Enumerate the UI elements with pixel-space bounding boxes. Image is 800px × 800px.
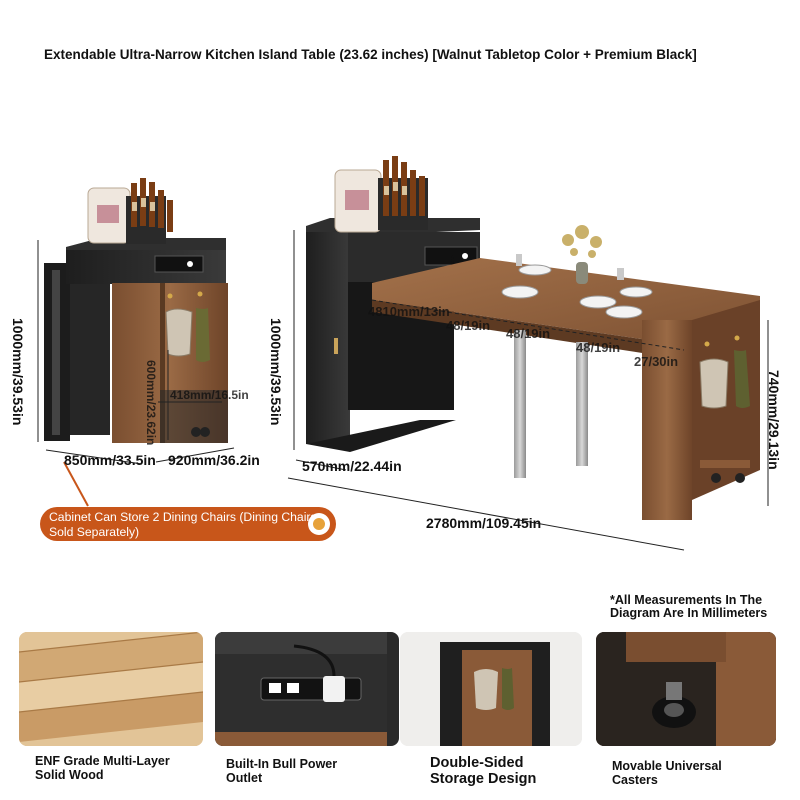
compact-cabinet <box>44 178 228 443</box>
right-depth-label: 570mm/22.44in <box>302 458 402 474</box>
extended-table <box>306 156 760 520</box>
power-outlet-icon <box>215 632 387 746</box>
left-depth-label: 850mm/33.5in <box>64 452 156 468</box>
segment-5-label: 27/30in <box>634 354 679 369</box>
segment-2-label: 48/19in <box>446 318 491 333</box>
table-height-label: 740mm/29.13in <box>766 370 782 470</box>
feature-caption-wood: ENF Grade Multi-Layer Solid Wood <box>35 754 170 782</box>
right-height-label: 1000mm/39.53in <box>268 318 284 426</box>
feature-caption-storage: Double-Sided Storage Design <box>430 755 537 787</box>
wood-layers-thumbnail <box>19 632 203 746</box>
left-height-label: 1000mm/39.53in <box>10 318 26 426</box>
dimension-lines <box>37 230 769 551</box>
feature-caption-casters: Movable Universal Casters <box>612 759 722 787</box>
page-title: Extendable Ultra-Narrow Kitchen Island T… <box>44 47 697 62</box>
callout-text: Cabinet Can Store 2 Dining Chairs (Dinin… <box>49 510 317 539</box>
storage-icon <box>400 632 582 746</box>
segment-4-label: 48/19in <box>576 340 621 355</box>
inner-width-label: 418mm/16.5in <box>170 388 249 402</box>
power-outlet-thumbnail <box>215 632 399 746</box>
wood-layers-icon <box>19 632 203 746</box>
inner-height-label: 600mm/23.62in <box>144 360 158 446</box>
feature-caption-outlet: Built-In Bull Power Outlet <box>226 757 338 785</box>
measurement-note: *All Measurements In The Diagram Are In … <box>610 593 768 620</box>
segment-3-label: 48/19in <box>506 326 551 341</box>
storage-thumbnail <box>400 632 582 746</box>
info-dot-icon <box>308 513 330 535</box>
segment-1-label: 4810mm/13in <box>368 304 450 319</box>
casters-thumbnail <box>596 632 776 746</box>
left-width-label: 920mm/36.2in <box>168 452 260 468</box>
caster-icon <box>596 632 776 746</box>
chair-storage-callout: Cabinet Can Store 2 Dining Chairs (Dinin… <box>40 507 336 541</box>
total-length-label: 2780mm/109.45in <box>426 515 542 531</box>
